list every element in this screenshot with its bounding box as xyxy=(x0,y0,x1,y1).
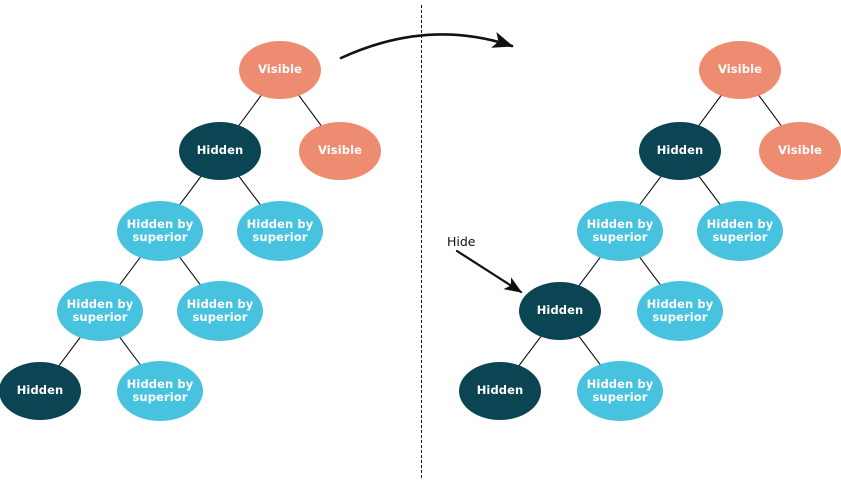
tree-node-label: Hidden xyxy=(536,303,584,318)
tree-node-hidden-by-superior[interactable]: Hidden by superior xyxy=(237,201,323,261)
tree-node-label: Hidden by superior xyxy=(126,216,194,244)
tree-node-label: Visible xyxy=(257,62,303,77)
tree-node-visible[interactable]: Visible xyxy=(759,122,841,180)
tree-node-label: Hidden by superior xyxy=(586,376,654,404)
vertical-dashed-divider xyxy=(421,5,422,478)
tree-node-label: Visible xyxy=(777,143,823,158)
tree-node-label: Hidden by superior xyxy=(66,296,134,324)
tree-node-hidden-by-superior[interactable]: Hidden by superior xyxy=(117,361,203,421)
tree-node-hidden[interactable]: Hidden xyxy=(179,122,261,180)
tree-node-label: Hidden xyxy=(196,143,244,158)
tree-node-label: Hidden xyxy=(16,383,64,398)
transition-arrow-icon xyxy=(339,32,514,60)
tree-node-visible[interactable]: Visible xyxy=(699,41,781,99)
tree-node-hidden[interactable]: Hidden xyxy=(519,282,601,340)
tree-node-label: Visible xyxy=(717,62,763,77)
tree-node-hidden-by-superior[interactable]: Hidden by superior xyxy=(117,201,203,261)
tree-node-label: Hidden by superior xyxy=(186,296,254,324)
tree-node-label: Hidden by superior xyxy=(586,216,654,244)
tree-node-hidden-by-superior[interactable]: Hidden by superior xyxy=(577,361,663,421)
tree-node-hidden-by-superior[interactable]: Hidden by superior xyxy=(57,281,143,341)
tree-node-label: Visible xyxy=(317,143,363,158)
tree-node-label: Hidden xyxy=(476,383,524,398)
tree-node-label: Hidden xyxy=(656,143,704,158)
tree-node-visible[interactable]: Visible xyxy=(239,41,321,99)
tree-node-hidden-by-superior[interactable]: Hidden by superior xyxy=(177,281,263,341)
tree-node-label: Hidden by superior xyxy=(246,216,314,244)
tree-node-hidden-by-superior[interactable]: Hidden by superior xyxy=(697,201,783,261)
tree-node-hidden[interactable]: Hidden xyxy=(459,362,541,420)
tree-node-hidden[interactable]: Hidden xyxy=(0,362,81,420)
tree-node-hidden-by-superior[interactable]: Hidden by superior xyxy=(577,201,663,261)
tree-node-hidden-by-superior[interactable]: Hidden by superior xyxy=(637,281,723,341)
tree-node-label: Hidden by superior xyxy=(126,376,194,404)
hide-arrow-icon xyxy=(455,249,523,294)
hide-annotation-label: Hide xyxy=(447,234,476,249)
tree-node-label: Hidden by superior xyxy=(706,216,774,244)
tree-node-visible[interactable]: Visible xyxy=(299,122,381,180)
tree-node-hidden[interactable]: Hidden xyxy=(639,122,721,180)
tree-node-label: Hidden by superior xyxy=(646,296,714,324)
